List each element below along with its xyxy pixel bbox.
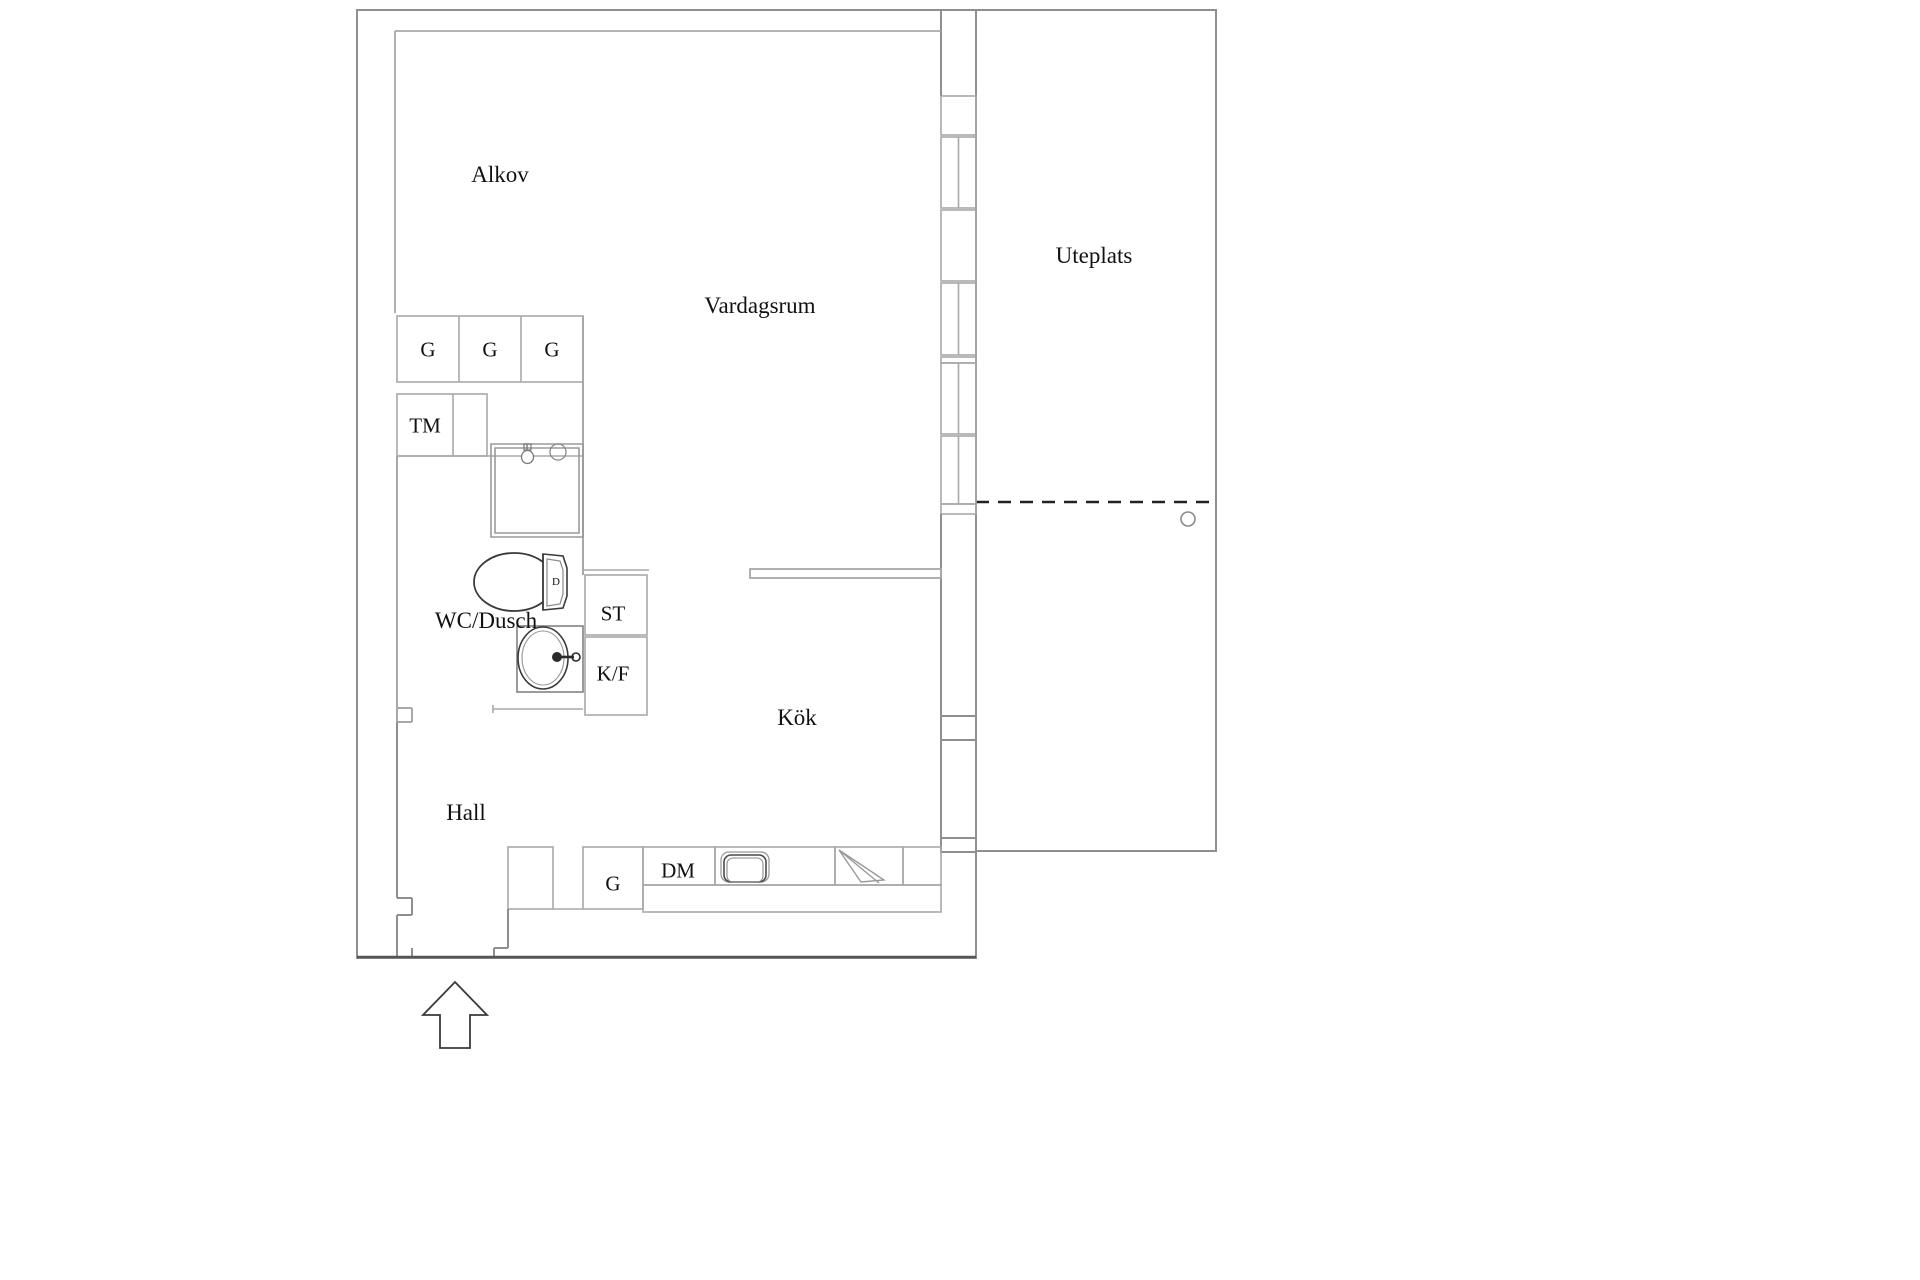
right-wall-sections (940, 10, 977, 853)
shower-cabin-icon (490, 443, 584, 538)
tm-block (396, 393, 583, 457)
entrance-arrow-icon (420, 980, 490, 1049)
kitchen-sink-icon (720, 851, 770, 883)
st-kf-column (583, 569, 649, 716)
uteplats-outline (976, 9, 1217, 852)
washbasin-icon (516, 625, 584, 693)
hall-walls (396, 722, 509, 958)
patio-post-icon (1180, 511, 1196, 527)
kitchen-cabinet-row (507, 846, 942, 913)
stove-icon (838, 849, 887, 884)
alkov-outline (394, 30, 941, 313)
toilet-icon (473, 552, 568, 612)
living-room-window-wall (940, 95, 977, 515)
wardrobe-row (396, 315, 584, 383)
kitchen-living-partition (749, 568, 942, 579)
building-outline (356, 9, 977, 959)
wc-threshold (492, 705, 583, 713)
